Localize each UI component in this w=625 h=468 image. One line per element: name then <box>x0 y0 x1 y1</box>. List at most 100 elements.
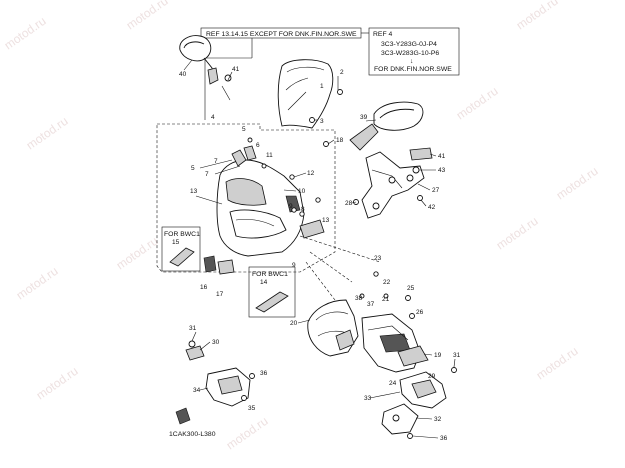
part-31-bolt-left <box>188 340 196 348</box>
label-36-right: 36 <box>440 435 448 442</box>
inner-panel-20 <box>307 299 359 357</box>
part-15-panel <box>169 247 195 267</box>
label-5-top: 5 <box>242 126 246 133</box>
label-40: 40 <box>179 71 187 78</box>
label-19: 19 <box>434 352 442 359</box>
watermark-10: motod.ru <box>534 344 581 383</box>
ref-main-text: REF 13.14.15 EXCEPT FOR DNK.FIN.NOR.SWE <box>206 31 357 38</box>
mirror-left-glass <box>179 35 212 62</box>
label-43: 43 <box>438 167 446 174</box>
label-3: 3 <box>320 118 324 125</box>
windshield-shade-3 <box>287 91 307 111</box>
part-32-hole <box>392 414 400 422</box>
part-3-screw <box>309 117 315 123</box>
leader-32 <box>415 417 433 420</box>
label-7-top: 7 <box>214 158 218 165</box>
label-2: 2 <box>340 69 344 76</box>
stay-bracket-rib <box>371 169 403 189</box>
label-13-left: 13 <box>190 188 198 195</box>
watermark-1: motod.ru <box>2 14 49 53</box>
part-30-collar <box>185 345 205 361</box>
ref4-frame <box>368 27 460 76</box>
label-39: 39 <box>360 114 368 121</box>
lower-bracket-left <box>185 340 255 407</box>
leader-38 <box>305 261 336 301</box>
leader-22 <box>299 235 381 263</box>
leader-27 <box>417 183 431 191</box>
label-13-right: 13 <box>322 217 330 224</box>
ref4-code-2: 3C3-W283G-10-P6 <box>381 50 439 57</box>
label-31-left: 31 <box>189 325 197 332</box>
mirror-left-base <box>207 67 219 85</box>
part-25-screw <box>405 295 411 301</box>
leader-41-right <box>429 153 437 157</box>
ref4-code-1: 3C3-Y283G-0J-P4 <box>381 41 437 48</box>
leader-31-right <box>453 358 456 368</box>
part-38-screw <box>359 293 365 299</box>
leader-40 <box>183 59 193 71</box>
part-19-body <box>397 345 429 367</box>
fastener-cluster <box>289 141 329 217</box>
windshield-outline <box>277 59 334 129</box>
label-14: 14 <box>260 279 268 286</box>
part-6-bracket <box>243 145 257 161</box>
part-2-screw <box>337 89 343 95</box>
windshield-shade-2 <box>285 77 309 91</box>
front-cowl-upper-panel <box>225 178 267 206</box>
headlight-shade <box>235 218 275 227</box>
label-26: 26 <box>416 309 424 316</box>
part-29-plate <box>411 379 437 399</box>
label-9-bottom: 9 <box>292 262 296 269</box>
label-38: 38 <box>355 295 363 302</box>
ref4-box: REF 4 3C3-Y283G-0J-P4 3C3-W283G-10-P6 ↓ … <box>361 27 460 76</box>
label-35: 35 <box>248 405 256 412</box>
label-9-top: 9 <box>289 203 293 210</box>
part-20-shade-1 <box>315 311 349 321</box>
leader-36-right <box>412 435 439 439</box>
windshield-shade-1 <box>286 66 325 73</box>
part-5-leader <box>199 159 233 169</box>
leader-31-left <box>191 331 197 342</box>
bracket-cluster-5-7 <box>199 137 267 175</box>
label-7-bottom: 7 <box>205 171 209 178</box>
watermark-7: motod.ru <box>454 84 501 123</box>
leader-39 <box>365 119 377 122</box>
for-bwc1-mid-frame <box>248 266 296 318</box>
part-43-collar <box>412 166 420 174</box>
leader-41-left <box>227 71 233 81</box>
part-11-screw <box>261 163 267 169</box>
watermark-9: motod.ru <box>494 214 541 253</box>
leader-10 <box>283 189 297 192</box>
part-number-labels: 40 41 1 2 3 4 5 5 6 7 7 8 9 9 10 11 12 1… <box>172 66 461 442</box>
watermark-6: motod.ru <box>34 364 81 403</box>
watermark-11: motod.ru <box>554 164 601 203</box>
ref4-title: REF 4 <box>373 31 392 38</box>
stay-bracket-hole-1 <box>388 176 396 184</box>
label-4: 4 <box>211 114 215 121</box>
mirror-right-part <box>349 101 424 151</box>
assembly-leaders <box>299 219 381 301</box>
front-cowl-vent <box>285 195 301 213</box>
part-31-bolt-right <box>451 367 457 373</box>
part-17-block <box>217 259 235 275</box>
label-10: 10 <box>298 188 306 195</box>
label-15: 15 <box>172 239 180 246</box>
stay-bracket-body <box>361 151 425 219</box>
mirror-left-highlight <box>183 41 205 49</box>
part-7-leader <box>214 165 241 175</box>
mirror-right-base <box>349 123 379 151</box>
label-29: 29 <box>428 373 436 380</box>
part-35-bolt <box>241 395 247 401</box>
for-bwc1-mid-text: FOR BWC1 <box>252 271 288 278</box>
part-13-screw-top <box>315 197 321 203</box>
part-41-bushing <box>409 147 433 161</box>
mirror-left-bolt-line <box>221 85 231 101</box>
part-34-plate <box>217 375 243 395</box>
label-27: 27 <box>432 187 440 194</box>
label-30: 30 <box>212 339 220 346</box>
label-33: 33 <box>364 395 372 402</box>
label-25: 25 <box>407 285 415 292</box>
part-5-bracket <box>231 149 247 167</box>
